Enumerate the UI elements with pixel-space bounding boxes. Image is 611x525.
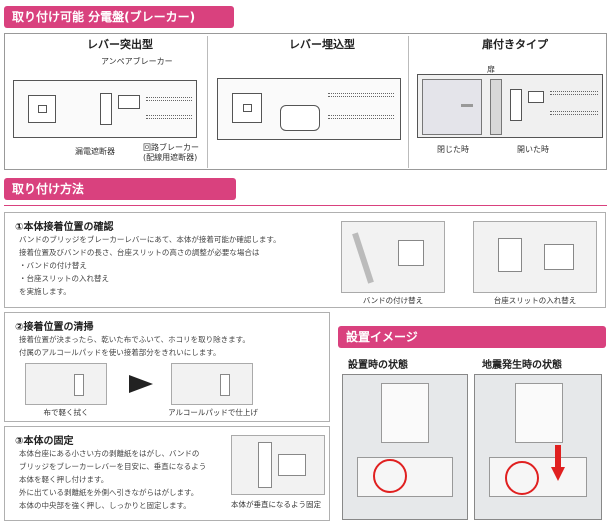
step1-box: ①本体接着位置の確認 バンドのブリッジをブレーカーレバーにあて、本体が接着可能か… — [4, 212, 606, 308]
normal-state-title: 設置時の状態 — [348, 360, 408, 371]
type-lever-protrude-title: レバー突出型 — [87, 38, 153, 51]
image-section-title: 設置イメージ — [338, 326, 606, 348]
leak-breaker-label: 漏電遮断器 — [75, 147, 115, 156]
circuit-breaker-row — [328, 115, 394, 119]
method-section-title: 取り付け方法 — [4, 178, 236, 200]
column-divider — [408, 36, 409, 168]
step2-title: ②接着位置の清掃 — [15, 322, 94, 333]
alcohol-pad-caption: アルコールパッドで仕上げ — [168, 408, 258, 417]
mount-section-title: 取り付け可能 分電盤(ブレーカー) — [4, 6, 234, 28]
normal-state-photo — [342, 374, 468, 520]
quake-state-photo — [474, 374, 602, 520]
alcohol-pad-illustration — [171, 363, 253, 405]
fix-body-caption: 本体が垂直になるよう固定 — [231, 500, 321, 509]
circuit-breaker-row — [328, 93, 394, 97]
ampere-breaker-drawing — [232, 93, 262, 123]
band-change-caption: バンドの付け替え — [362, 296, 424, 305]
fix-body-illustration — [231, 435, 325, 495]
panel-drawing-protrude — [13, 80, 197, 138]
step3-title: ③本体の固定 — [15, 436, 74, 447]
ampere-breaker-drawing — [28, 95, 56, 123]
panel-drawing-door — [417, 74, 603, 138]
quake-state-title: 地震発生時の状態 — [482, 360, 562, 371]
closed-label: 閉じた時 — [437, 145, 469, 154]
breaker-highlight-circle — [373, 459, 407, 493]
circuit-breaker-sublabel: (配線用遮断器) — [143, 153, 198, 162]
circuit-breaker-label: 回路ブレーカー — [143, 143, 199, 152]
door-label: 扉 — [487, 65, 495, 74]
type-lever-embedded-title: レバー埋込型 — [289, 38, 355, 51]
opened-label: 開いた時 — [517, 145, 549, 154]
breaker-lever-drawing — [528, 91, 544, 103]
step3-box: ③本体の固定 本体台座にある小さい方の剥離紙をはがし、バンドの ブリッジをブレー… — [4, 426, 330, 521]
arrow-right-icon — [129, 375, 153, 393]
slit-change-illustration — [473, 221, 597, 293]
wipe-cloth-caption: 布で軽く拭く — [43, 408, 89, 417]
zoom-callout — [280, 105, 320, 131]
column-divider — [207, 36, 208, 168]
panel-types-box: レバー突出型 レバー埋込型 扉付きタイプ アンペアブレーカー 漏電遮断器 回路ブ… — [4, 33, 607, 170]
step3-text: 本体台座にある小さい方の剥離紙をはがし、バンドの ブリッジをブレーカーレバーを目… — [19, 449, 207, 510]
circuit-breaker-row — [146, 115, 192, 119]
install-image-box: 設置時の状態 地震発生時の状態 — [338, 352, 606, 522]
open-door-drawing — [490, 79, 502, 135]
circuit-breaker-row — [550, 91, 598, 95]
step1-title: ①本体接着位置の確認 — [15, 222, 114, 233]
ampere-breaker-label: アンペアブレーカー — [101, 57, 173, 66]
panel-drawing-embedded — [217, 78, 401, 140]
leak-breaker-drawing — [510, 89, 522, 121]
step2-text: 接着位置が決まったら、乾いた布でふいて、ホコリを取り除きます。 付属のアルコール… — [19, 335, 250, 357]
wipe-cloth-illustration — [25, 363, 107, 405]
slit-change-caption: 台座スリットの入れ替え — [493, 296, 577, 305]
closed-door-drawing — [422, 79, 482, 135]
circuit-breaker-row — [146, 97, 192, 101]
step1-text: バンドのブリッジをブレーカーレバーにあて、本体が接着可能か確認します。 接着位置… — [19, 235, 281, 296]
breaker-lever-drawing — [118, 95, 140, 109]
arrow-down-icon — [551, 445, 565, 481]
leak-breaker-drawing — [100, 93, 112, 125]
step2-box: ②接着位置の清掃 接着位置が決まったら、乾いた布でふいて、ホコリを取り除きます。… — [4, 312, 330, 422]
breaker-highlight-circle — [505, 461, 539, 495]
section-divider — [4, 205, 607, 206]
circuit-breaker-row — [550, 111, 598, 115]
type-door-title: 扉付きタイプ — [482, 38, 548, 51]
band-change-illustration — [341, 221, 445, 293]
